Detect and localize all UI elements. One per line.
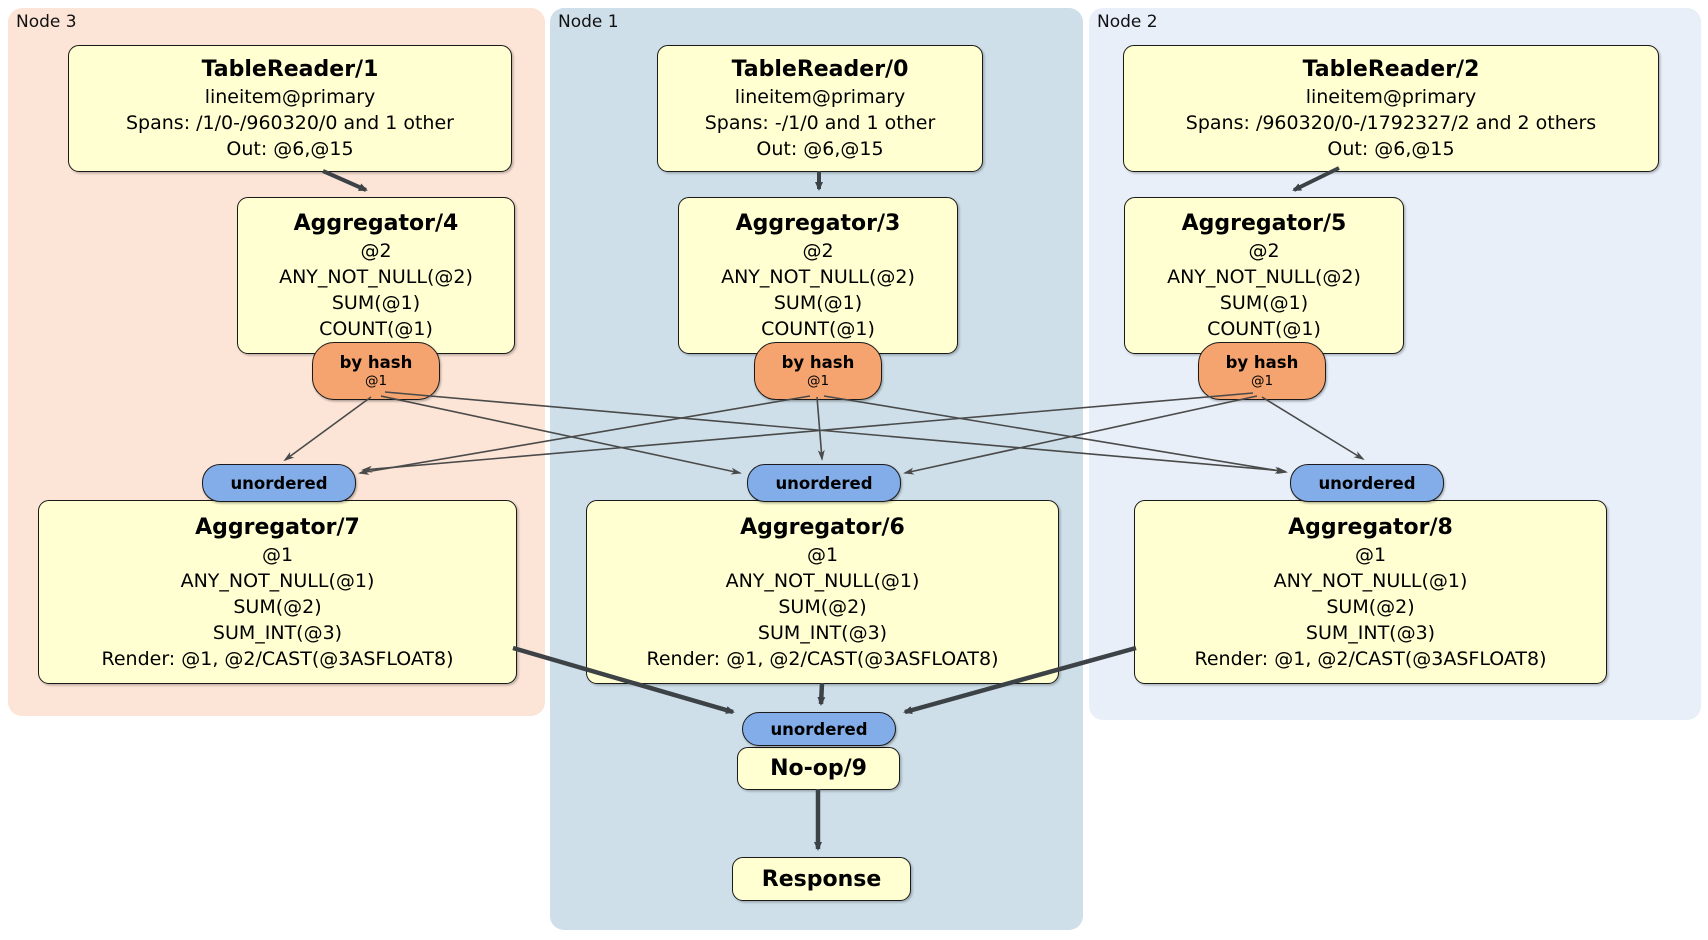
processor-detail: ANY_NOT_NULL(@2) (721, 266, 915, 288)
processor-detail: ANY_NOT_NULL(@2) (279, 266, 473, 288)
processor-detail: @2 (1248, 240, 1280, 262)
processor-detail: SUM_INT(@3) (757, 621, 888, 644)
node2-label: Node 2 (1097, 12, 1158, 32)
sync-unordered-node3: unordered (202, 464, 356, 502)
processor-detail: SUM(@2) (778, 595, 867, 618)
processor-detail: Out: @6,@15 (1327, 138, 1455, 160)
processor-detail: SUM(@2) (233, 595, 322, 618)
router-by-hash-node2: by hash @1 (1198, 342, 1326, 400)
processor-detail: lineitem@primary (734, 86, 906, 108)
processor-detail: @1 (806, 543, 839, 566)
processor-title: TableReader/0 (731, 57, 909, 82)
processor-title: Aggregator/3 (735, 211, 901, 236)
router-sublabel: @1 (1250, 373, 1274, 389)
router-sublabel: @1 (364, 373, 388, 389)
sync-label: unordered (1318, 473, 1416, 493)
processor-detail: lineitem@primary (204, 86, 376, 108)
processor-detail: Render: @1, @2/CAST(@3ASFLOAT8) (1194, 647, 1547, 670)
processor-detail: SUM_INT(@3) (1305, 621, 1436, 644)
processor-tablereader-2: TableReader/2 lineitem@primary Spans: /9… (1123, 45, 1659, 172)
processor-detail: SUM_INT(@3) (212, 621, 343, 644)
sync-label: unordered (775, 473, 873, 493)
processor-detail: ANY_NOT_NULL(@2) (1167, 266, 1361, 288)
processor-detail: @2 (802, 240, 834, 262)
processor-detail: SUM(@1) (773, 292, 863, 314)
processor-detail: COUNT(@1) (1207, 318, 1321, 340)
processor-aggregator-4: Aggregator/4 @2 ANY_NOT_NULL(@2) SUM(@1)… (237, 197, 515, 354)
sync-label: unordered (230, 473, 328, 493)
processor-detail: SUM(@1) (1219, 292, 1309, 314)
router-sublabel: @1 (806, 373, 830, 389)
processor-detail: COUNT(@1) (319, 318, 433, 340)
router-by-hash-node1: by hash @1 (754, 342, 882, 400)
processor-title: Aggregator/7 (195, 514, 360, 540)
processor-noop-9: No-op/9 (737, 747, 900, 790)
processor-detail: Out: @6,@15 (226, 138, 354, 160)
processor-title: Response (761, 866, 882, 892)
node3-label: Node 3 (16, 12, 77, 32)
processor-aggregator-3: Aggregator/3 @2 ANY_NOT_NULL(@2) SUM(@1)… (678, 197, 958, 354)
processor-detail: ANY_NOT_NULL(@1) (1273, 569, 1468, 592)
processor-detail: SUM(@2) (1326, 595, 1415, 618)
router-label: by hash (781, 353, 855, 372)
processor-aggregator-5: Aggregator/5 @2 ANY_NOT_NULL(@2) SUM(@1)… (1124, 197, 1404, 354)
sync-unordered-final: unordered (742, 712, 896, 746)
processor-aggregator-8: Aggregator/8 @1 ANY_NOT_NULL(@1) SUM(@2)… (1134, 500, 1607, 684)
node1-label: Node 1 (558, 12, 619, 32)
processor-detail: ANY_NOT_NULL(@1) (180, 569, 375, 592)
processor-detail: COUNT(@1) (761, 318, 875, 340)
processor-title: No-op/9 (770, 756, 867, 781)
sync-unordered-node1: unordered (747, 464, 901, 502)
processor-detail: Spans: -/1/0 and 1 other (704, 112, 936, 134)
processor-detail: Spans: /960320/0-/1792327/2 and 2 others (1185, 112, 1597, 134)
processor-title: TableReader/2 (1302, 57, 1480, 82)
processor-detail: Out: @6,@15 (756, 138, 884, 160)
processor-detail: Spans: /1/0-/960320/0 and 1 other (126, 112, 454, 134)
processor-detail: lineitem@primary (1305, 86, 1477, 108)
processor-title: TableReader/1 (201, 57, 379, 82)
router-by-hash-node3: by hash @1 (312, 342, 440, 400)
processor-detail: Render: @1, @2/CAST(@3ASFLOAT8) (101, 647, 454, 670)
processor-title: Aggregator/4 (293, 211, 459, 236)
processor-aggregator-6: Aggregator/6 @1 ANY_NOT_NULL(@1) SUM(@2)… (586, 500, 1059, 684)
processor-detail: SUM(@1) (331, 292, 421, 314)
processor-title: Aggregator/5 (1181, 211, 1347, 236)
processor-tablereader-0: TableReader/0 lineitem@primary Spans: -/… (657, 45, 983, 172)
processor-detail: @1 (261, 543, 294, 566)
response-box: Response (732, 857, 911, 901)
processor-tablereader-1: TableReader/1 lineitem@primary Spans: /1… (68, 45, 512, 172)
processor-detail: @1 (1354, 543, 1387, 566)
processor-detail: @2 (360, 240, 392, 262)
processor-title: Aggregator/6 (740, 514, 905, 540)
processor-detail: Render: @1, @2/CAST(@3ASFLOAT8) (646, 647, 999, 670)
sync-label: unordered (770, 719, 868, 739)
processor-title: Aggregator/8 (1288, 514, 1453, 540)
router-label: by hash (339, 353, 413, 372)
router-label: by hash (1225, 353, 1299, 372)
sync-unordered-node2: unordered (1290, 464, 1444, 502)
processor-aggregator-7: Aggregator/7 @1 ANY_NOT_NULL(@1) SUM(@2)… (38, 500, 517, 684)
processor-detail: ANY_NOT_NULL(@1) (725, 569, 920, 592)
